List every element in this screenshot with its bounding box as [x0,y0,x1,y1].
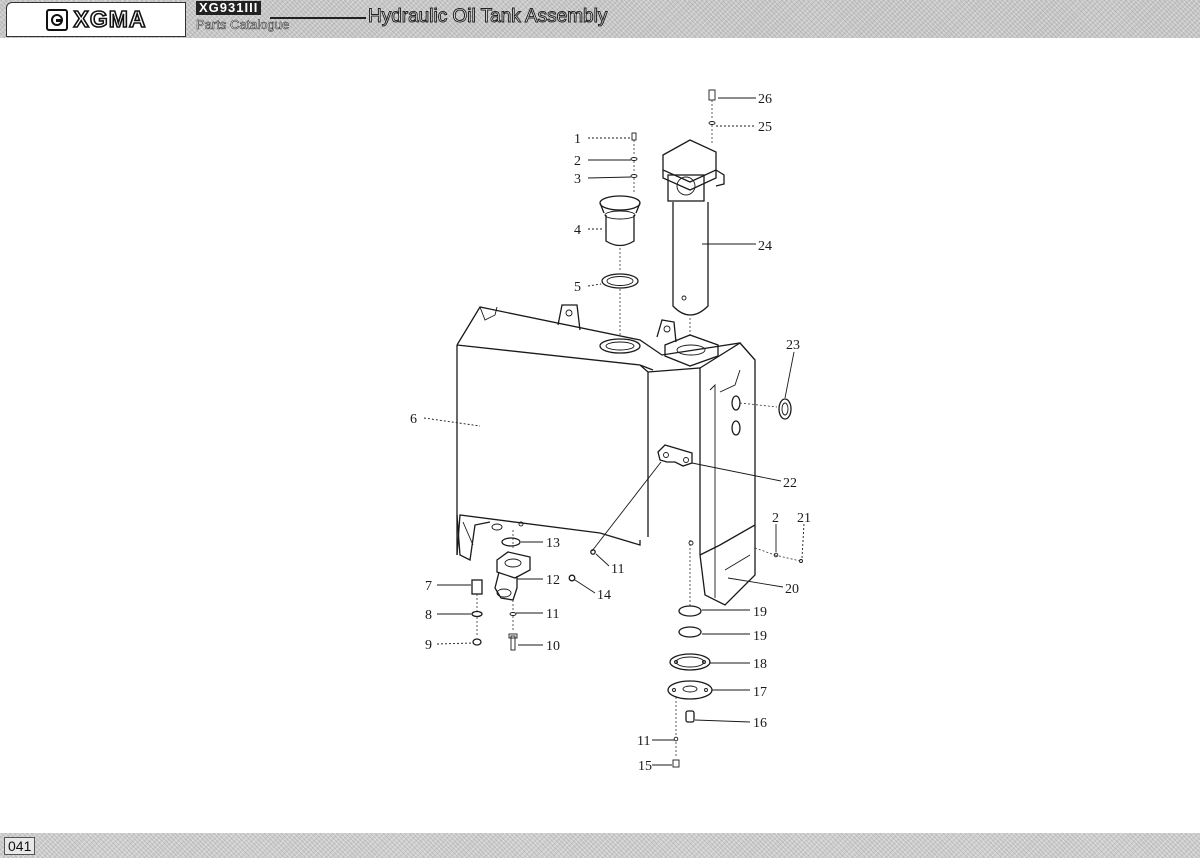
callout-16: 16 [753,716,767,731]
callout-26: 26 [758,92,772,107]
callout-11a: 11 [546,607,559,622]
return-filter-parts [662,89,725,335]
callout-23: 23 [786,338,800,353]
catalogue-label: Parts Catalogue [196,17,290,33]
callout-11c: 11 [637,734,650,749]
callout-22: 22 [783,476,797,491]
callout-17: 17 [753,685,767,700]
callout-15: 15 [638,759,652,774]
callout-25: 25 [758,120,772,135]
cover-plate-parts [667,540,713,768]
callout-2b: 2 [772,511,779,526]
callout-12: 12 [546,573,560,588]
callout-9: 9 [425,638,432,653]
callout-6: 6 [410,412,417,427]
clamp-fittings [568,461,662,582]
filler-cap-parts [599,132,641,335]
xgma-logo-icon [45,8,68,31]
callout-3: 3 [574,172,581,187]
callout-18: 18 [753,657,767,672]
callout-13: 13 [546,536,560,551]
callout-2: 2 [574,154,581,169]
callout-7: 7 [425,579,432,594]
tank-body [456,304,756,606]
callout-1: 1 [574,132,581,147]
callout-24: 24 [758,239,772,254]
callout-19a: 19 [753,605,767,620]
callout-11b: 11 [611,562,624,577]
callout-4: 4 [574,223,581,238]
suction-parts [471,530,531,651]
footer-band: 041 [0,833,1200,858]
callout-19b: 19 [753,629,767,644]
callout-14: 14 [597,588,611,603]
leader-lines [423,97,805,766]
right-bracket-parts [754,547,803,563]
sight-gauge-part [739,398,792,420]
callout-20: 20 [785,582,799,597]
callout-labels: 1 2 3 4 5 6 7 8 9 10 11 12 13 11 14 15 1… [410,92,811,774]
page-title: Hydraulic Oil Tank Assembly [367,6,608,28]
callout-10: 10 [546,639,560,654]
header-band: XGMA XG931III Parts Catalogue Hydraulic … [0,0,1200,38]
page-number: 041 [4,837,36,855]
title-rule [270,17,366,19]
model-number: XG931III [196,1,262,15]
callout-5: 5 [574,280,581,295]
brand-name: XGMA [73,5,147,33]
callout-8: 8 [425,608,432,623]
callout-21: 21 [797,511,811,526]
brand-logo: XGMA [6,2,186,37]
